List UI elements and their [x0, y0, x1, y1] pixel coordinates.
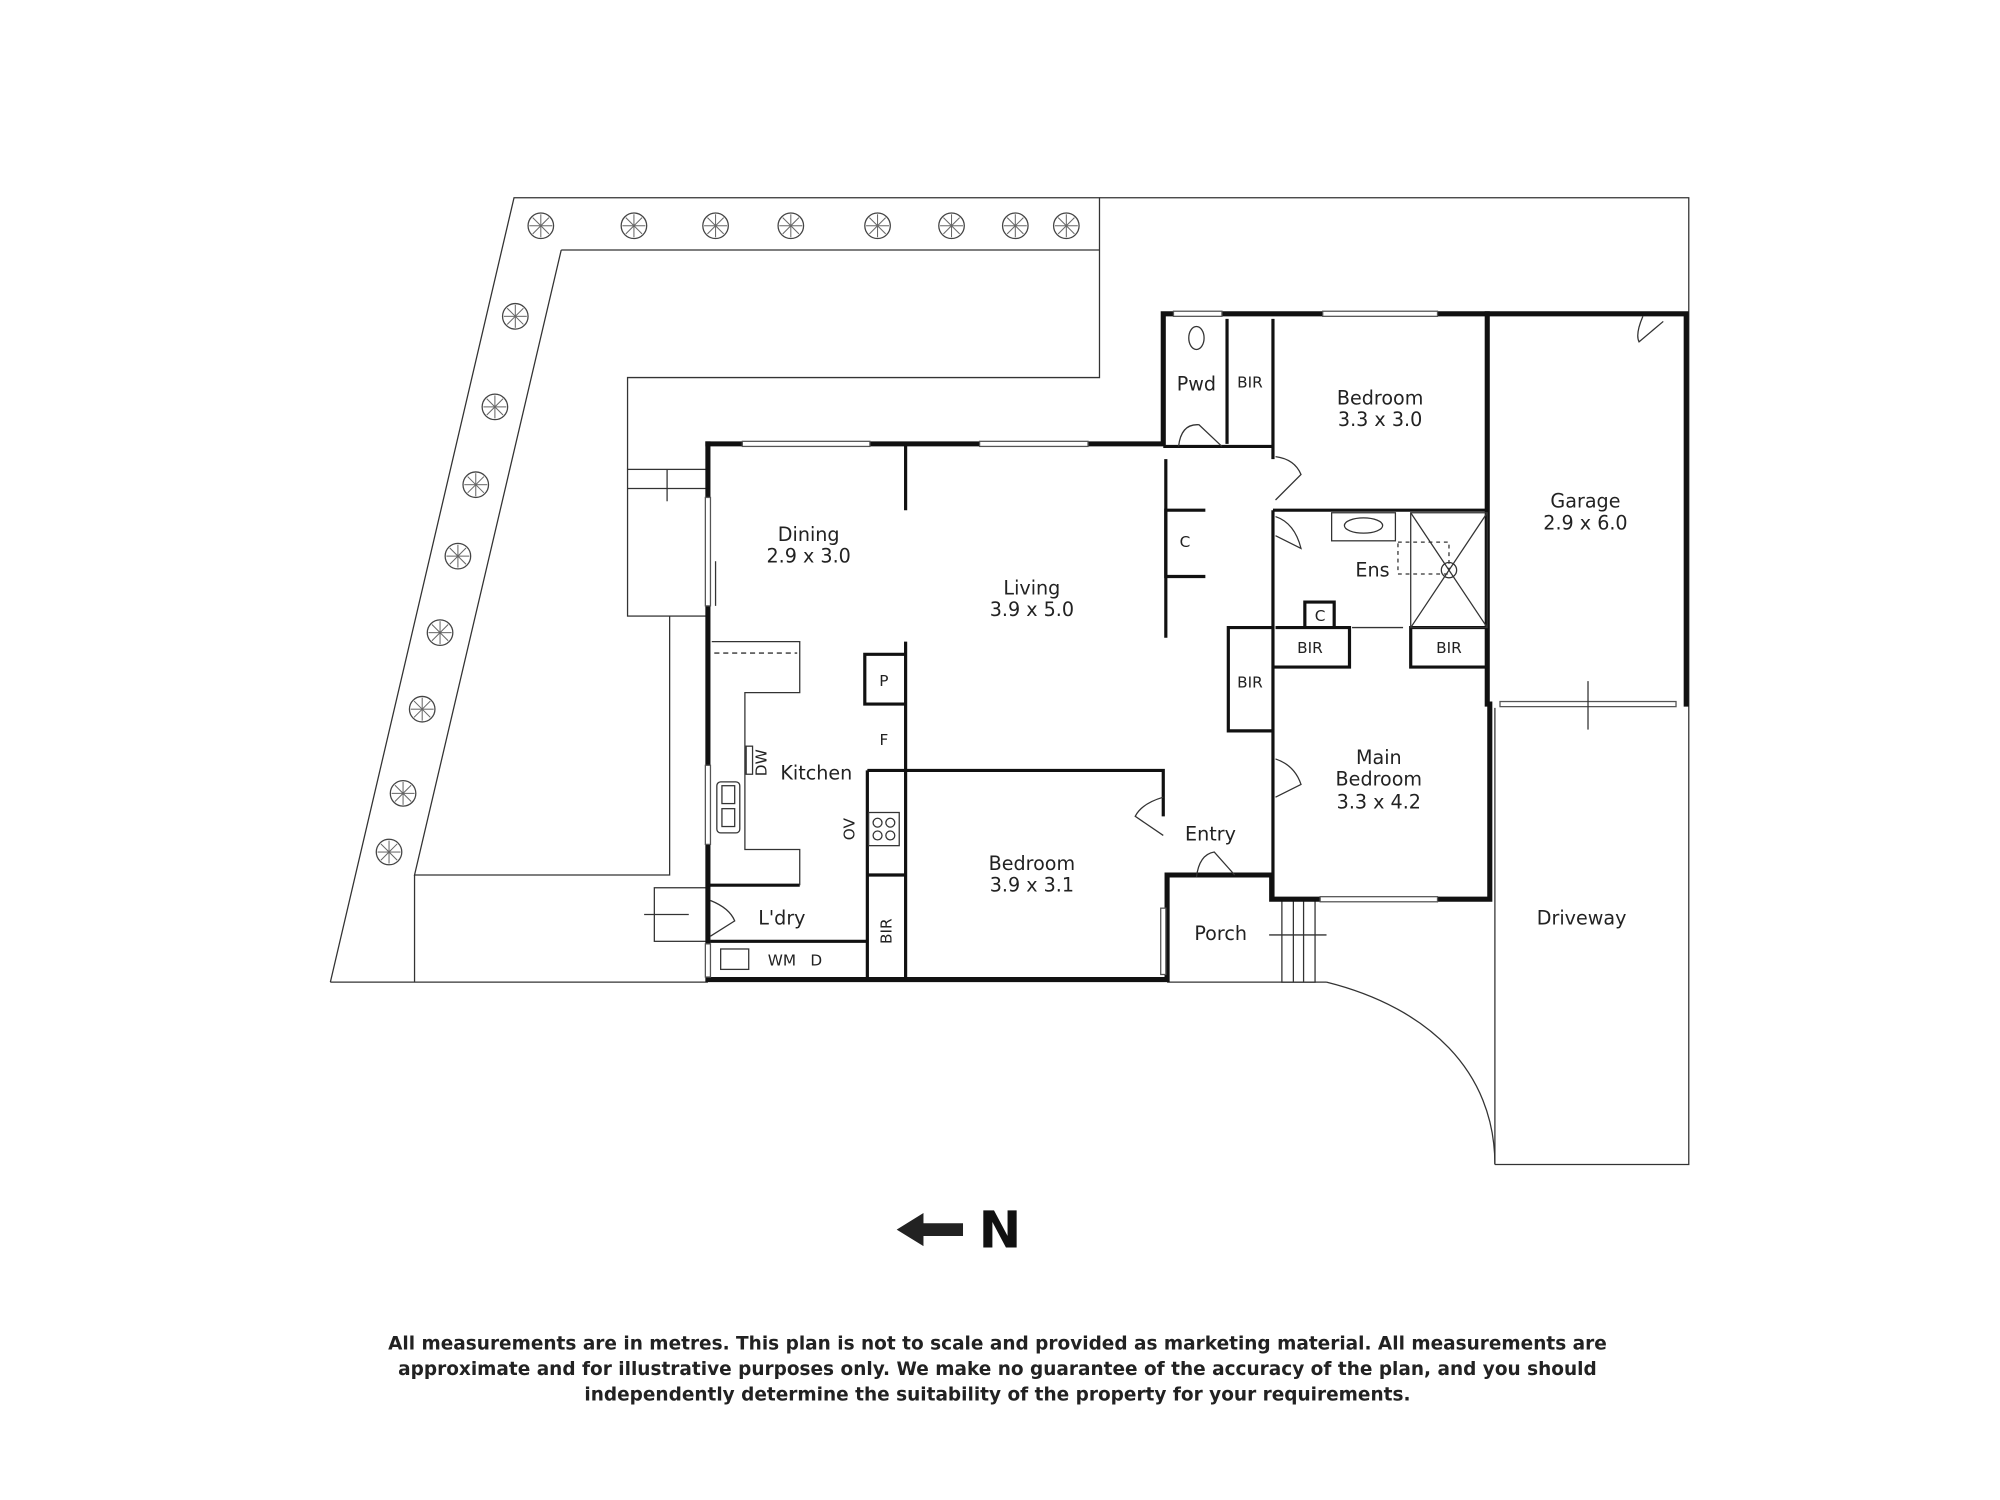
- tree-icon: [375, 838, 403, 866]
- tree-icon: [864, 212, 891, 240]
- tree-icon: [389, 779, 417, 807]
- deck-steps: [626, 468, 1327, 983]
- fridge-label: F: [880, 731, 889, 749]
- bir-label: BIR: [1436, 639, 1462, 657]
- doors: [710, 316, 1664, 937]
- pantry-label: P: [879, 672, 888, 690]
- compass: N: [896, 1201, 1022, 1260]
- room-label-porch: Porch: [1194, 922, 1247, 945]
- room-size-main-bedroom: 3.3 x 4.2: [1337, 791, 1421, 814]
- room-label-kitchen: Kitchen: [780, 761, 852, 784]
- room-size-garage: 2.9 x 6.0: [1543, 511, 1627, 534]
- dryer-label: D: [810, 952, 822, 970]
- room-label-main-bedroom-2: Bedroom: [1336, 768, 1423, 791]
- oven-label: OV: [841, 817, 859, 840]
- kitchen-bench: [711, 640, 900, 971]
- room-label-garage: Garage: [1550, 490, 1620, 513]
- north-label: N: [979, 1201, 1022, 1260]
- room-label-main-bedroom-1: Main: [1356, 746, 1402, 769]
- washing-machine-label: WM: [768, 952, 796, 970]
- disclaimer-line: All measurements are in metres. This pla…: [388, 1333, 1607, 1354]
- tree-icon: [444, 542, 472, 570]
- cupboard-label: C: [1180, 533, 1191, 551]
- room-label-bedroom-rear: Bedroom: [1337, 386, 1424, 409]
- tree-icon: [462, 471, 490, 499]
- bir-label: BIR: [1237, 674, 1263, 692]
- bathroom-fixtures: [1188, 325, 1488, 629]
- cupboard-label: C: [1315, 607, 1326, 625]
- room-size-bedroom-front: 3.9 x 3.1: [990, 874, 1074, 897]
- room-size-living: 3.9 x 5.0: [990, 598, 1074, 621]
- room-label-bedroom-front: Bedroom: [989, 852, 1076, 875]
- tree-icon: [1052, 212, 1080, 240]
- room-label-dining: Dining: [778, 523, 840, 546]
- disclaimer-line: approximate and for illustrative purpose…: [398, 1359, 1597, 1380]
- room-label-laundry: L'dry: [758, 907, 805, 930]
- bir-label: BIR: [1237, 374, 1263, 392]
- tree-icon: [777, 212, 805, 240]
- room-label-pwd: Pwd: [1177, 372, 1216, 395]
- exterior-walls: [705, 311, 1689, 983]
- room-size-dining: 2.9 x 3.0: [767, 545, 851, 568]
- north-arrow-icon: [896, 1213, 964, 1247]
- room-label-entry: Entry: [1185, 823, 1236, 846]
- area-label-driveway: Driveway: [1537, 907, 1627, 930]
- tree-icon: [408, 695, 436, 723]
- tree-icon: [702, 212, 729, 240]
- tree-icon: [620, 212, 648, 240]
- bir-label: BIR: [878, 918, 896, 944]
- room-size-bedroom-rear: 3.3 x 3.0: [1338, 408, 1422, 431]
- disclaimer-line: independently determine the suitability …: [584, 1385, 1410, 1406]
- bir-label: BIR: [1297, 639, 1323, 657]
- dishwasher-label: DW: [753, 749, 771, 776]
- tree-icon: [938, 212, 965, 240]
- tree-icon: [527, 212, 555, 240]
- tree-icon: [481, 393, 509, 421]
- disclaimer: All measurements are in metres. This pla…: [388, 1333, 1607, 1405]
- tree-icon: [1001, 212, 1029, 240]
- tree-icon: [501, 302, 529, 330]
- room-label-living: Living: [1003, 576, 1060, 599]
- tree-icon: [426, 619, 454, 647]
- room-label-ens: Ens: [1355, 559, 1389, 582]
